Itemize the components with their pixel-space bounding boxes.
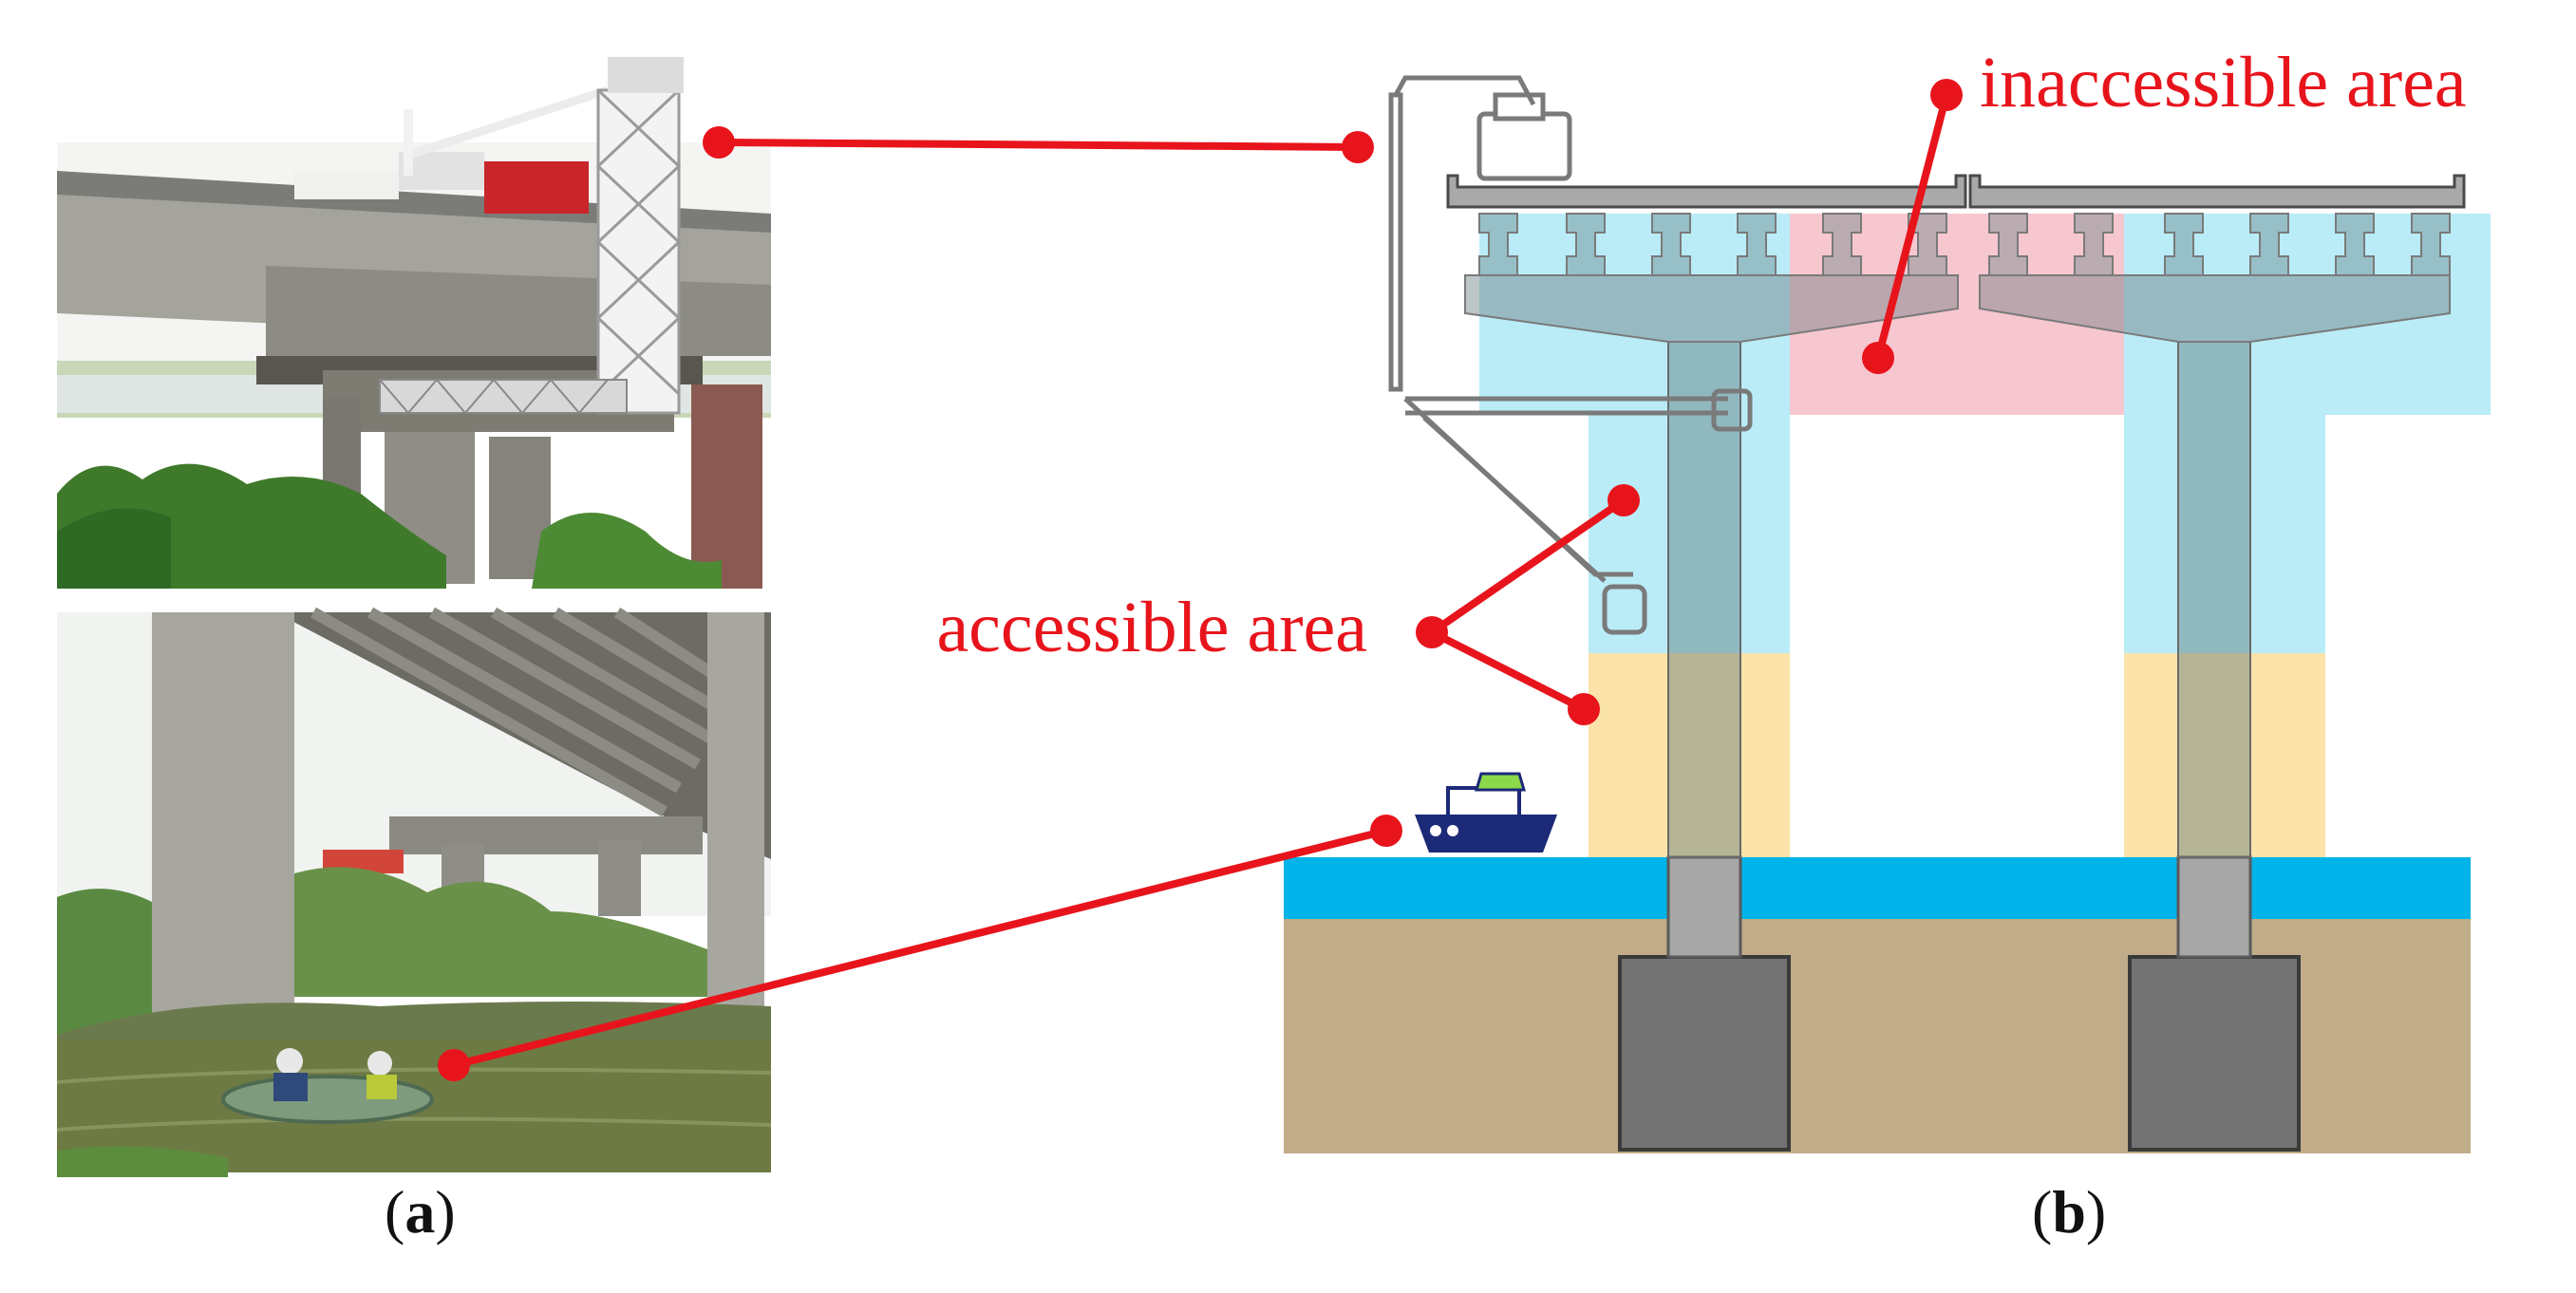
callout-dot: [1342, 131, 1374, 163]
caption-b: (b): [2032, 1178, 2107, 1246]
bridge-inspection-truck: [1388, 75, 1753, 635]
photo-boat-inspection: [56, 607, 772, 1177]
caption-a: (a): [385, 1178, 456, 1246]
callout-dots: [438, 79, 1963, 1081]
callout-dot: [1568, 693, 1600, 725]
callout-dot: [1370, 815, 1402, 847]
caption-a-letter: a: [404, 1178, 436, 1246]
underwater-zone-right: [2124, 653, 2325, 857]
callout-dot: [438, 1049, 470, 1081]
callout-inaccessible-line: [1874, 93, 1950, 360]
underwater-zone-left: [1589, 653, 1790, 857]
callout-accessible-line-lower: [1430, 628, 1586, 713]
girders: [1478, 213, 2451, 276]
pier-right: [2177, 341, 2251, 858]
accessible-zone-right: [2124, 214, 2491, 653]
foundation-left: [1618, 955, 1791, 1152]
water-layer: [1284, 857, 2471, 919]
accessible-area-label: accessible area: [936, 588, 1367, 667]
callout-accessible-line-upper: [1429, 497, 1626, 636]
bridge-cross-section: [1284, 75, 2491, 1153]
callout-truck-line: [718, 139, 1359, 151]
accessible-zone: [1479, 214, 1790, 653]
caption-b-letter: b: [2052, 1178, 2086, 1246]
callout-boat-line: [453, 827, 1387, 1069]
pier-cap-left: [1464, 274, 1959, 343]
pier-left: [1667, 341, 1741, 858]
inaccessible-area-label: inaccessible area: [1980, 43, 2467, 122]
deck-slab-left: [1446, 174, 1967, 209]
callout-dot: [1608, 484, 1640, 516]
callout-dot: [1862, 342, 1894, 374]
callout-dot: [1930, 79, 1963, 111]
callout-dot: [1416, 616, 1448, 648]
deck-slab-right: [1968, 174, 2466, 209]
callout-dot: [703, 126, 735, 159]
photo-inspection-vehicle: [57, 57, 771, 589]
inaccessible-zone: [1790, 214, 2124, 415]
boat-icon: [1415, 772, 1557, 853]
callout-lines: [453, 93, 1950, 1069]
foundation-right: [2128, 955, 2301, 1152]
